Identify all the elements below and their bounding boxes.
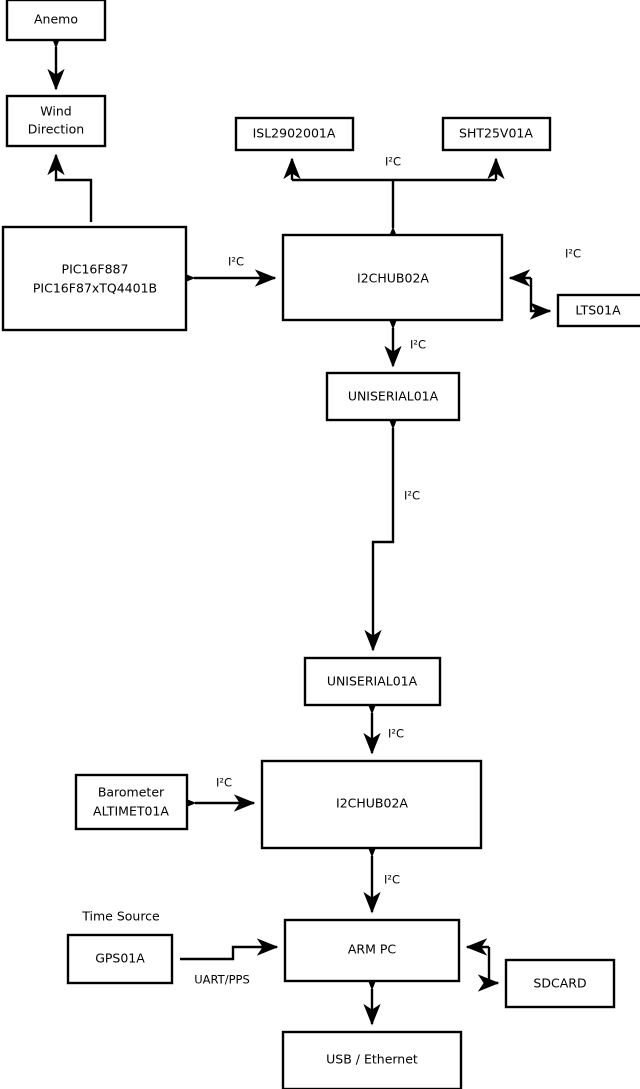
- node-uniserial01a-upper-label: UNISERIAL01A: [348, 389, 439, 404]
- node-sdcard-label: SDCARD: [533, 976, 586, 991]
- edge-hub-to-lts: [529, 278, 552, 320]
- node-barometer-label-line1: Barometer: [98, 785, 165, 800]
- node-arm-pc-box[interactable]: [283, 918, 461, 983]
- edge-label-i2c-pic-hub: I²C: [228, 255, 244, 269]
- edge-gps-armpc: [180, 938, 279, 961]
- node-barometer-label-line2: ALTIMET01A: [93, 804, 169, 819]
- node-i2chub02a-top[interactable]: I2CHUB02A: [281, 233, 504, 322]
- node-pic-mcu-box[interactable]: [1, 225, 188, 332]
- node-gps01a-label: GPS01A: [95, 951, 145, 966]
- node-uniserial01a-lower[interactable]: UNISERIAL01A: [303, 656, 442, 707]
- node-i2chub02a-top-label: I2CHUB02A: [357, 271, 429, 286]
- node-wind-direction[interactable]: Wind Direction: [5, 94, 107, 148]
- node-anemo[interactable]: Anemo: [5, 0, 107, 42]
- connections-layer: [47, 26, 552, 1026]
- node-sdcard-box[interactable]: [504, 958, 616, 1009]
- label-time-source: Time Source: [81, 909, 160, 924]
- node-pic-mcu[interactable]: PIC16F887 PIC16F87xTQ4401B: [1, 225, 188, 332]
- node-anemo-label: Anemo: [34, 12, 78, 27]
- node-lts01a[interactable]: LTS01A: [556, 293, 640, 328]
- node-lts01a-label: LTS01A: [575, 303, 621, 318]
- node-i2chub02a-bottom-box[interactable]: [260, 759, 483, 850]
- node-wind-direction-label-line1: Wind: [40, 104, 71, 119]
- node-i2chub02a-bottom-label: I2CHUB02A: [336, 796, 408, 811]
- node-usb-ethernet-box[interactable]: [281, 1030, 463, 1089]
- node-isl2902001a-label: ISL2902001A: [253, 126, 336, 141]
- node-i2chub02a-bottom[interactable]: I2CHUB02A: [260, 759, 483, 850]
- node-isl2902001a[interactable]: ISL2902001A: [234, 116, 355, 152]
- edge-label-i2c-uniserial-link: I²C: [404, 489, 420, 503]
- free-labels-layer: Time Source: [81, 909, 160, 924]
- node-sht25v01a-box[interactable]: [441, 116, 552, 152]
- edge-label-i2c-hub2-arm: I²C: [384, 873, 400, 887]
- node-arm-pc-label: ARM PC: [348, 942, 397, 957]
- node-uniserial01a-lower-label: UNISERIAL01A: [327, 674, 418, 689]
- node-wind-direction-box[interactable]: [5, 94, 107, 148]
- edge-label-i2c-uniserial-hub2: I²C: [388, 727, 404, 741]
- edge-labels-layer: I²C I²C I²C I²C I²C I²C I²C I²C UART/PPS: [194, 155, 581, 987]
- edge-pic-winddirection: [47, 153, 93, 222]
- edge-label-uart-pps: UART/PPS: [194, 973, 250, 987]
- node-i2chub02a-top-box[interactable]: [281, 233, 504, 322]
- node-gps01a-box[interactable]: [66, 933, 174, 985]
- edge-uniserial-upper-lower: [364, 407, 402, 652]
- node-uniserial01a-upper-box[interactable]: [325, 371, 461, 422]
- node-pic-mcu-label-line1: PIC16F887: [62, 262, 129, 277]
- node-sht25v01a-label: SHT25V01A: [459, 126, 533, 141]
- node-barometer-altimet01a-box[interactable]: [74, 773, 189, 831]
- edge-label-i2c-top-bus: I²C: [385, 155, 401, 169]
- node-pic-mcu-label-line2: PIC16F87xTQ4401B: [33, 281, 157, 296]
- node-barometer-altimet01a[interactable]: Barometer ALTIMET01A: [74, 773, 189, 831]
- node-gps01a[interactable]: GPS01A: [66, 933, 174, 985]
- node-isl2902001a-box[interactable]: [234, 116, 355, 152]
- node-usb-ethernet[interactable]: USB / Ethernet: [281, 1030, 463, 1089]
- node-sdcard[interactable]: SDCARD: [504, 958, 616, 1009]
- node-sht25v01a[interactable]: SHT25V01A: [441, 116, 552, 152]
- edge-label-i2c-hub-lts: I²C: [565, 247, 581, 261]
- node-uniserial01a-upper[interactable]: UNISERIAL01A: [325, 371, 461, 422]
- edge-label-i2c-hub-uniserial: I²C: [410, 338, 426, 352]
- node-wind-direction-label-line2: Direction: [28, 122, 84, 137]
- node-anemo-box[interactable]: [5, 0, 107, 42]
- node-uniserial01a-lower-box[interactable]: [303, 656, 442, 707]
- node-lts01a-box[interactable]: [556, 293, 640, 328]
- node-usb-ethernet-label: USB / Ethernet: [326, 1052, 418, 1067]
- node-arm-pc[interactable]: ARM PC: [283, 918, 461, 983]
- edge-label-i2c-baro-hub2: I²C: [216, 776, 232, 790]
- edge-armpc-to-sdcard: [477, 947, 500, 992]
